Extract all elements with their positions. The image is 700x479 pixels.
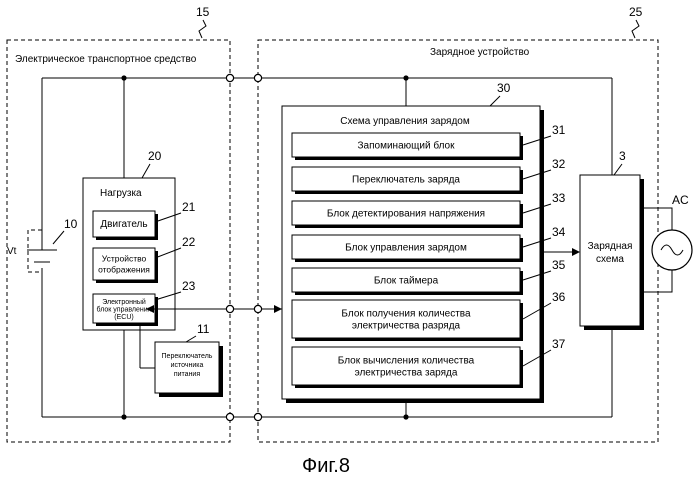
control-ref-leader xyxy=(490,96,500,106)
charge-circuit-label-2: схема xyxy=(596,254,624,265)
junction-control-bottom xyxy=(403,414,408,419)
load-item-ref: 21 xyxy=(182,200,196,214)
charge-circuit-label-1: Зарядная xyxy=(588,241,633,252)
battery-voltage-bracket xyxy=(28,230,42,272)
load-item-label: (ECU) xyxy=(114,314,133,321)
control-block-ref: 34 xyxy=(552,225,566,239)
vehicle-terminal-bottom xyxy=(226,413,233,420)
load-item-ref: 23 xyxy=(182,279,196,293)
switch-label-line-2: источника xyxy=(171,362,204,369)
control-block-ref: 31 xyxy=(552,123,566,137)
control-block-label: электричества заряда xyxy=(355,368,458,379)
control-block-ref: 36 xyxy=(552,290,566,304)
control-block-label: Блок таймера xyxy=(374,276,439,287)
junction-control-top xyxy=(403,75,408,80)
control-block-ref: 32 xyxy=(552,157,566,171)
control-ref: 30 xyxy=(497,81,511,95)
control-block-ref: 35 xyxy=(552,258,566,272)
load-item-label: блок управления xyxy=(97,306,152,314)
charger-terminal-bottom xyxy=(254,413,261,420)
control-block-label: Переключатель заряда xyxy=(352,175,460,186)
ac-wire-top xyxy=(640,208,672,230)
control-to-charge-arrow xyxy=(572,248,580,256)
load-items: Двигатель 21Устройствоотображения 22Электр… xyxy=(93,200,196,326)
charge-circuit-ref-leader xyxy=(614,164,622,175)
battery-voltage-label: Vt xyxy=(7,246,17,257)
control-block-label: электричества разряда xyxy=(352,321,461,332)
switch-label-line-1: Переключатель xyxy=(162,353,213,360)
charger-terminal-top xyxy=(254,74,261,81)
vehicle-terminal-comm xyxy=(226,305,233,312)
control-block-ref: 33 xyxy=(552,191,566,205)
load-item-label: Устройство xyxy=(102,254,147,264)
battery-ref: 10 xyxy=(64,217,78,231)
switch-ref: 11 xyxy=(197,322,210,336)
charger-ref: 25 xyxy=(629,5,643,19)
load-item-label: Двигатель xyxy=(100,219,147,230)
ac-label: AC xyxy=(672,193,689,207)
switch-label-line-3: питания xyxy=(174,371,200,378)
control-block-label: Запоминающий блок xyxy=(358,140,456,152)
control-arrow-right xyxy=(274,305,282,313)
control-title: Схема управления зарядом xyxy=(340,116,470,127)
junction-load-top xyxy=(121,75,126,80)
load-ref-leader xyxy=(142,164,150,178)
control-block-label: Блок детектирования напряжения xyxy=(327,209,485,220)
control-block-ref: 37 xyxy=(552,337,566,351)
load-item-label: отображения xyxy=(98,265,150,275)
charge-circuit-ref: 3 xyxy=(619,149,626,163)
load-title: Нагрузка xyxy=(100,188,142,199)
charger-label: Зарядное устройство xyxy=(430,47,530,58)
vehicle-ref: 15 xyxy=(196,5,210,19)
load-ref: 20 xyxy=(148,149,162,163)
vehicle-ref-leader xyxy=(199,20,206,38)
battery-ref-leader xyxy=(53,231,64,244)
switch-ref-leader xyxy=(186,336,196,342)
load-item-label: Электронный xyxy=(102,298,146,306)
control-block-label: Блок управления зарядом xyxy=(345,243,467,254)
charger-terminal-comm xyxy=(254,305,261,312)
charger-ref-leader xyxy=(632,20,639,38)
junction-load-bottom xyxy=(121,414,126,419)
ac-wire-bottom xyxy=(640,270,672,292)
vehicle-label: Электрическое транспортное средство xyxy=(15,54,197,65)
load-item-ref: 22 xyxy=(182,235,196,249)
control-block-label: Блок получения количества xyxy=(341,309,471,320)
figure-caption: Фиг.8 xyxy=(302,455,350,477)
vehicle-terminal-top xyxy=(226,74,233,81)
control-block-label: Блок вычисления количества xyxy=(338,356,475,367)
